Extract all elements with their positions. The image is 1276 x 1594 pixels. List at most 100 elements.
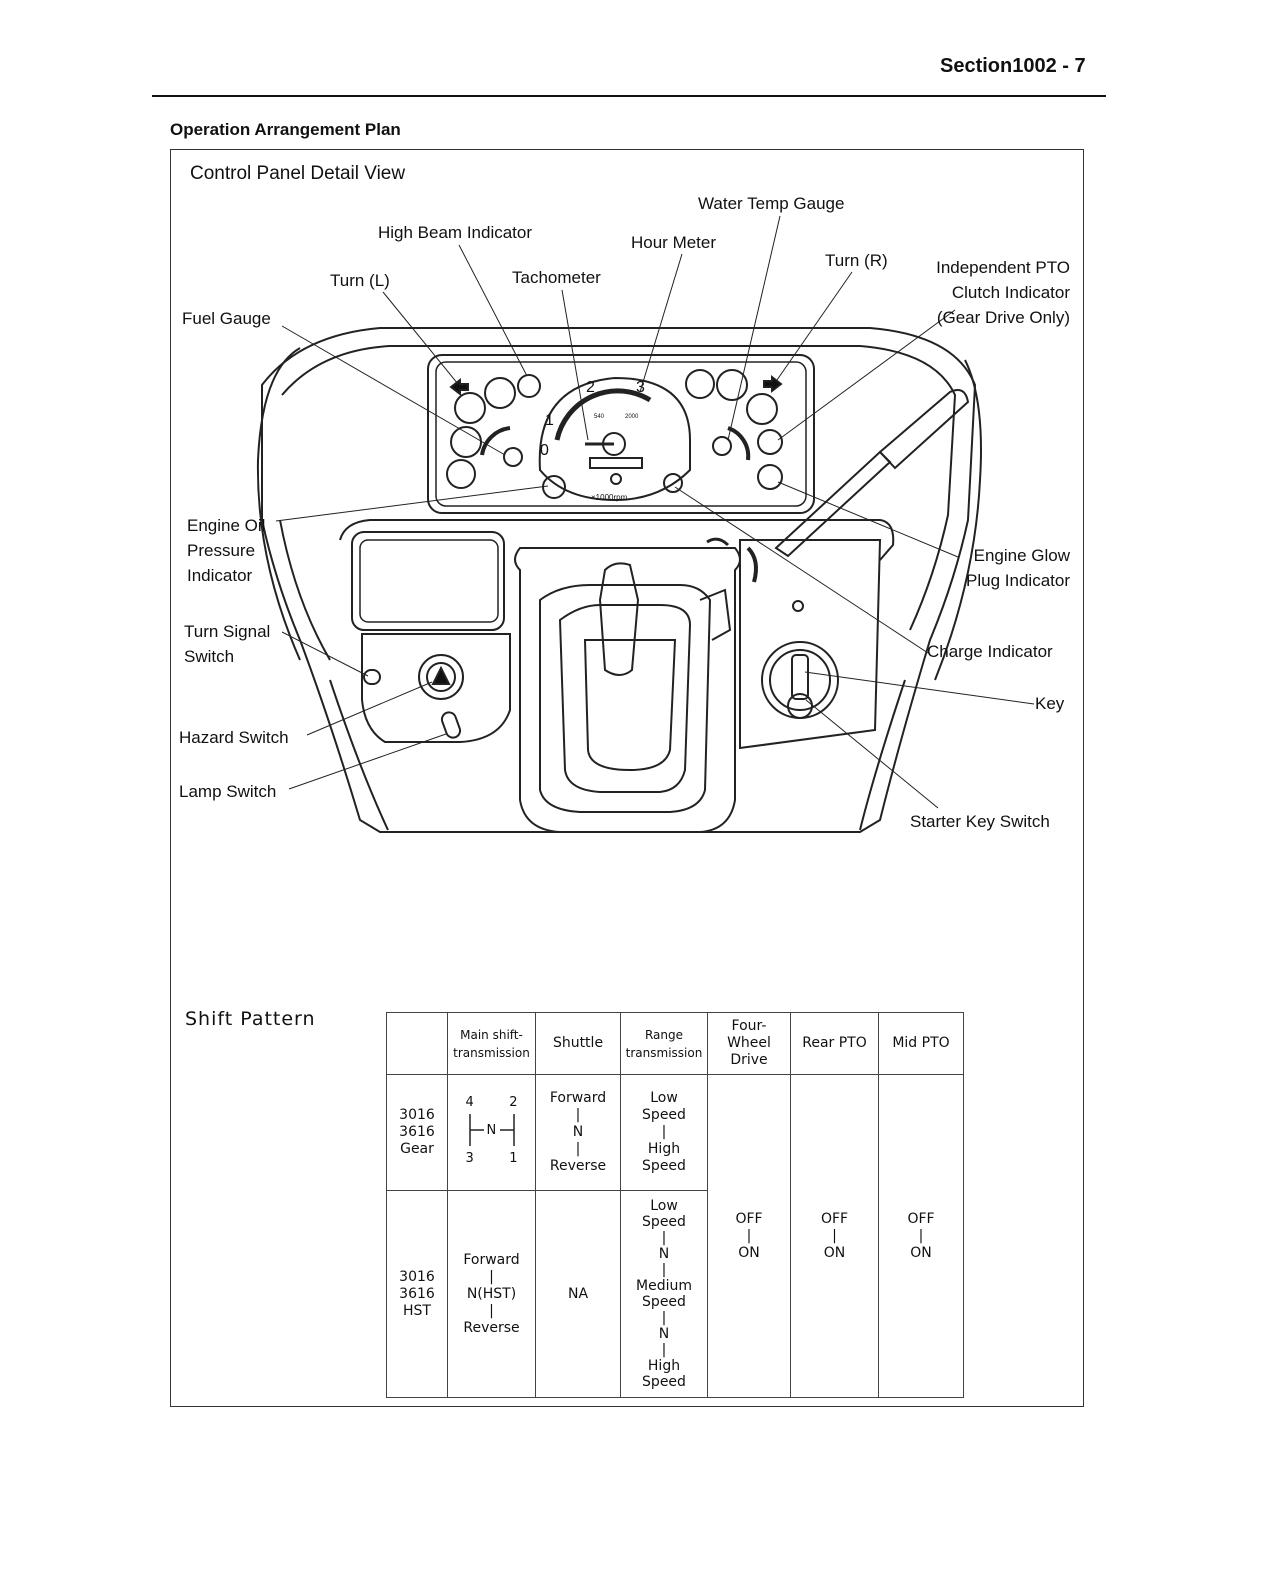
charge-indicator [663,473,683,493]
callout-pto-line3: (Gear Drive Only) [936,308,1070,327]
gear-range-line3: | [661,1124,667,1140]
gear-shuttle-reverse: Reverse [549,1158,607,1174]
callout-glow-line1: Engine Glow [973,546,1070,565]
tachometer-dial [538,376,691,502]
header-rear-pto: Rear PTO [790,1012,879,1075]
tach-1: 1 [545,412,554,429]
hst-main-sep2: | [489,1302,494,1319]
callout-fuel-gauge: Fuel Gauge [182,309,271,328]
gear-range-line2: Speed [642,1107,686,1123]
mid-pto-cell: OFF | ON [878,1074,964,1398]
callout-high-beam-indicator: High Beam Indicator [378,223,533,242]
turn-signal-switch-knob [363,669,381,685]
gear-range-line1: Low [650,1090,678,1106]
header-main-shift-line1: Main shift- [460,1027,523,1042]
instrument-cluster [427,354,815,514]
hst-range-line2: Speed [642,1214,686,1230]
gear-main-shift-cell: 4 2 N 3 1 [447,1074,536,1191]
tach-2: 2 [586,379,595,396]
header-range-line1: Range [644,1027,684,1042]
header-mid-pto: Mid PTO [878,1012,964,1075]
header-model [386,1012,448,1075]
table-row-hst: 3016 3616 HST Forward | N(HST) | Reverse… [386,1190,964,1398]
callout-starter-key-switch: Starter Key Switch [910,812,1050,831]
hst-range-line9: N [658,1326,670,1342]
fuel-gauge-hub [503,447,523,467]
key [791,654,809,700]
callout-turn-switch-line1: Turn Signal [184,622,271,641]
gear-h-lines [468,1114,515,1146]
header-main-shift: Main shift- transmission [447,1012,536,1075]
console-outline [261,327,977,833]
rear-pto-on: ON [823,1244,846,1261]
mid-pto-sep: | [918,1227,924,1244]
leader-lines [275,215,1035,809]
callout-key: Key [1035,694,1065,713]
glow-plug-indicator [757,464,783,490]
header-4wd-line3: Drive [730,1052,768,1068]
gear-shuttle-sep2: | [575,1141,581,1157]
four-wheel-drive-cell: OFF | ON [707,1074,791,1398]
callout-hour-meter: Hour Meter [631,233,717,252]
hst-range-line4: N [658,1246,670,1262]
starter-key-switch [761,641,839,719]
gear-model-cell: 3016 3616 Gear [386,1074,448,1191]
hst-model-line1: 3016 [399,1268,435,1285]
hst-main-reverse: Reverse [463,1319,520,1336]
hst-main-sep1: | [489,1268,494,1285]
callout-engine-oil-pressure: Engine Oil Pressure Indicator [187,513,265,588]
lamp-switch-knob [440,711,462,739]
callout-water-temp-gauge: Water Temp Gauge [698,194,845,213]
table-row-gear: 3016 3616 Gear 4 2 N 3 1 Forward | [386,1074,964,1398]
gear-shuttle-forward: Forward [549,1090,607,1106]
hst-range-line5: | [661,1262,667,1278]
callout-charge-indicator: Charge Indicator [927,642,1053,661]
gear-range-line5: Speed [642,1158,686,1174]
gear-shuttle-sep1: | [575,1107,581,1123]
mid-pto-on: ON [910,1244,932,1261]
lcd-display [351,531,505,631]
hst-range-line10: | [661,1342,667,1358]
gear-model-line2: 3616 [399,1124,435,1140]
header-4wd-line2: Wheel [727,1035,771,1051]
rear-pto-cell: OFF | ON [790,1074,879,1398]
hst-range-line12: Speed [642,1374,686,1390]
hst-range-line11: High [647,1358,681,1374]
header-4wd-line1: Four- [731,1018,767,1034]
hst-model-line2: 3616 [399,1285,435,1302]
callout-pto-line1: Independent PTO [936,258,1070,277]
rear-pto-off: OFF [820,1210,849,1227]
header-rule [152,95,1106,97]
gear-1: 1 [509,1151,518,1166]
gear-4: 4 [465,1095,474,1110]
shift-pattern-title: Shift Pattern [185,1008,316,1030]
mid-pto-off: OFF [907,1210,935,1227]
hst-model-cell: 3016 3616 HST [386,1190,448,1398]
header-shuttle: Shuttle [535,1012,621,1075]
rear-pto-sep: | [832,1227,837,1244]
hazard-switch [418,654,464,700]
gear-3: 3 [465,1151,474,1166]
four-wheel-off: OFF [735,1210,763,1227]
hst-main-forward: Forward [463,1251,520,1268]
panel-title: Control Panel Detail View [190,163,406,184]
switch-cluster [361,633,511,743]
console-inner-outline [281,345,957,631]
pto-clutch-indicator [757,429,783,455]
hst-range-cell: Low Speed | N | Medium Speed | N | High … [620,1190,708,1398]
callout-glow-line2: Plug Indicator [966,571,1070,590]
callout-oil-line3: Indicator [187,566,253,585]
shuttle-arrow-icon [746,546,758,583]
hst-shuttle-cell: NA [535,1190,621,1398]
hst-main-neutral: N(HST) [466,1285,517,1302]
pto-2000: 2000 [625,414,639,420]
gear-model-line3: Gear [400,1141,434,1157]
rpm-unit: ×1000rpm [591,493,628,502]
hst-range-line3: | [661,1230,667,1246]
shift-pattern-table: Main shift- transmission Shuttle Range t… [386,1012,964,1398]
hst-range-line8: | [661,1310,667,1326]
tach-3: 3 [636,379,645,396]
callout-turn-right: Turn (R) [825,251,888,270]
gear-2: 2 [509,1095,518,1110]
